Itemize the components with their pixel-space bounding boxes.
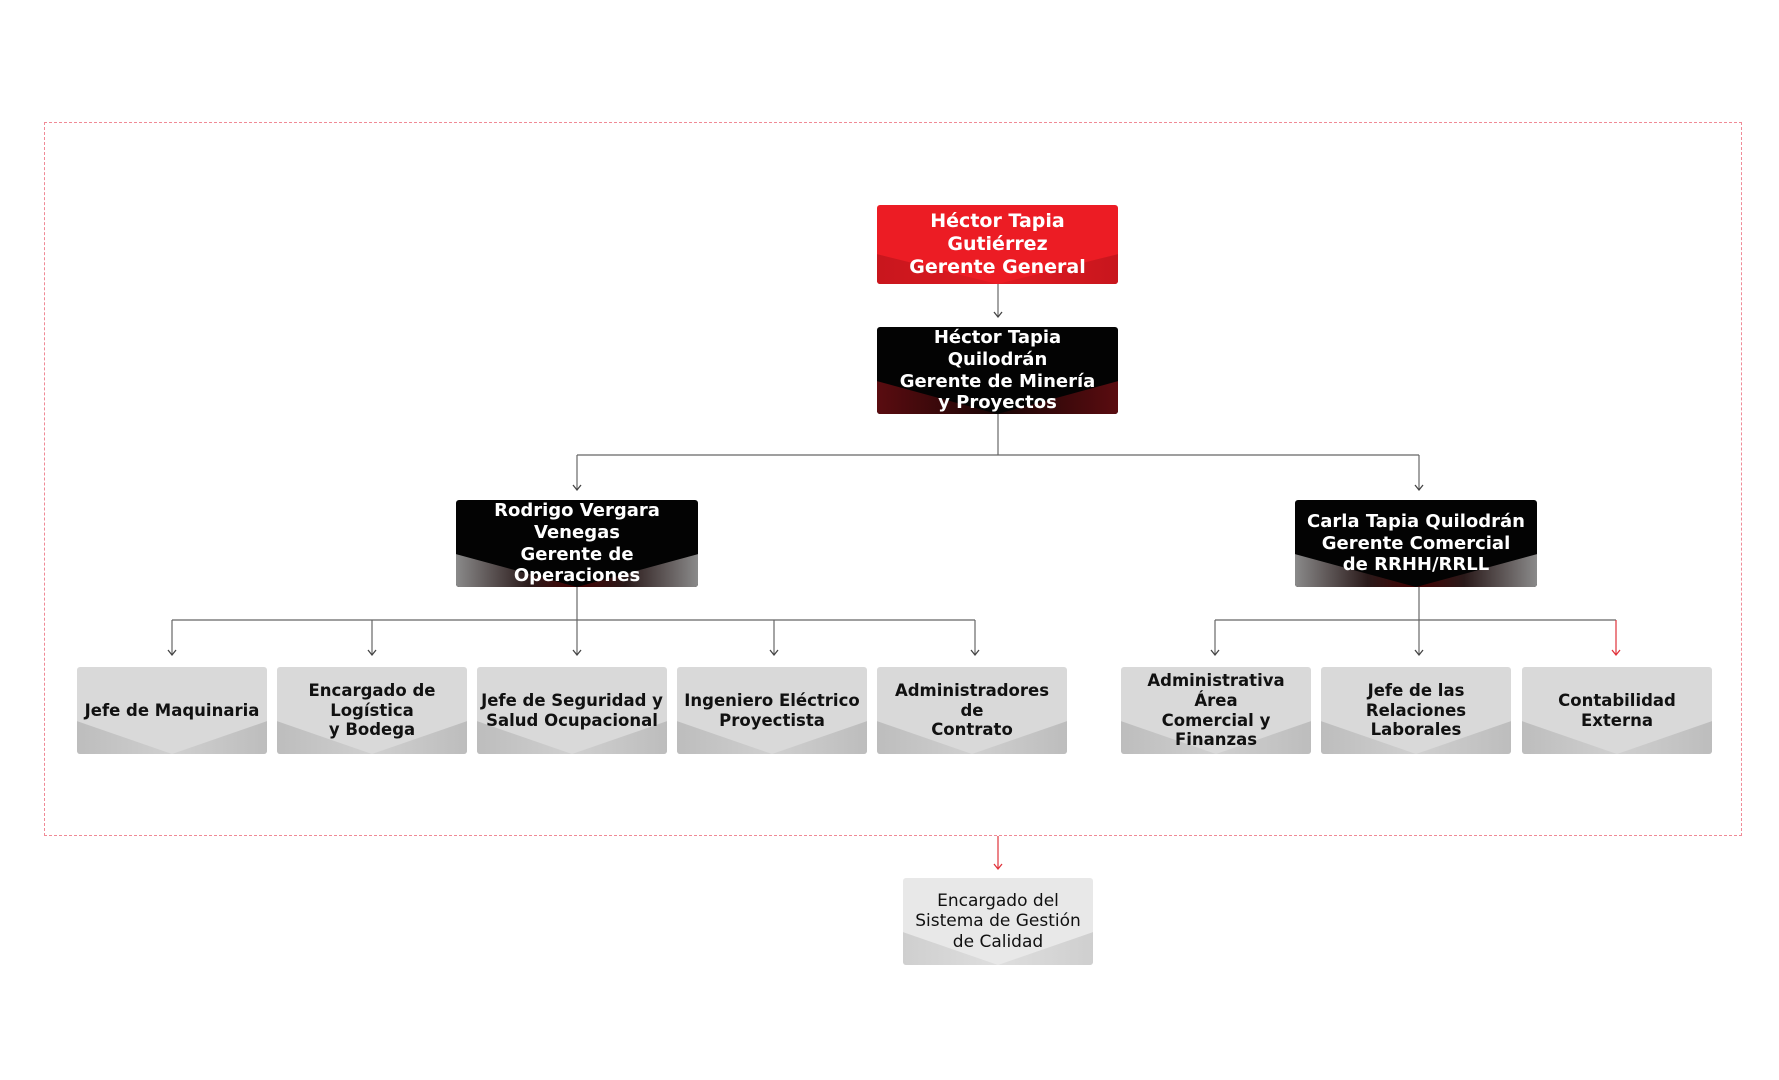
mining-manager-node: Héctor Tapia Quilodrán Gerente de Minerí…: [877, 327, 1118, 414]
ops-report-node: Jefe de Seguridad y Salud Ocupacional: [477, 667, 667, 754]
commercial-report-node: Jefe de las Relaciones Laborales: [1321, 667, 1511, 754]
general-manager-name: Héctor Tapia Gutiérrez: [930, 210, 1065, 256]
quality-manager-node: Encargado del Sistema de Gestión de Cali…: [903, 878, 1093, 965]
node-label: Administrativa Área Comercial y Finanzas: [1147, 670, 1285, 750]
node-label: Administradores de Contrato: [894, 680, 1050, 740]
quality-manager-label: Encargado del Sistema de Gestión de Cali…: [915, 890, 1081, 952]
ops-report-node: Ingeniero Eléctrico Proyectista: [677, 667, 867, 754]
node-label: Jefe de Seguridad y Salud Ocupacional: [481, 690, 663, 730]
ops-report-node: Encargado de Logística y Bodega: [277, 667, 467, 754]
ops-report-node: Administradores de Contrato: [877, 667, 1067, 754]
node-label: Jefe de las Relaciones Laborales: [1365, 680, 1467, 740]
general-manager-role: Gerente General: [909, 255, 1086, 278]
node-label: Encargado de Logística y Bodega: [308, 680, 436, 740]
node-label: Contabilidad Externa: [1558, 690, 1676, 730]
operations-manager-label: Rodrigo Vergara Venegas Gerente de Opera…: [494, 500, 660, 587]
ops-report-node: Jefe de Maquinaria: [77, 667, 267, 754]
node-label: Ingeniero Eléctrico Proyectista: [684, 690, 860, 730]
company-boundary-frame: [44, 122, 1742, 836]
commercial-manager-node: Carla Tapia Quilodrán Gerente Comercial …: [1295, 500, 1537, 587]
commercial-report-node: Contabilidad Externa: [1522, 667, 1712, 754]
mining-manager-label: Héctor Tapia Quilodrán Gerente de Minerí…: [899, 327, 1096, 414]
commercial-manager-label: Carla Tapia Quilodrán Gerente Comercial …: [1307, 511, 1525, 576]
operations-manager-node: Rodrigo Vergara Venegas Gerente de Opera…: [456, 500, 698, 587]
commercial-report-node: Administrativa Área Comercial y Finanzas: [1121, 667, 1311, 754]
node-label: Jefe de Maquinaria: [84, 700, 260, 720]
